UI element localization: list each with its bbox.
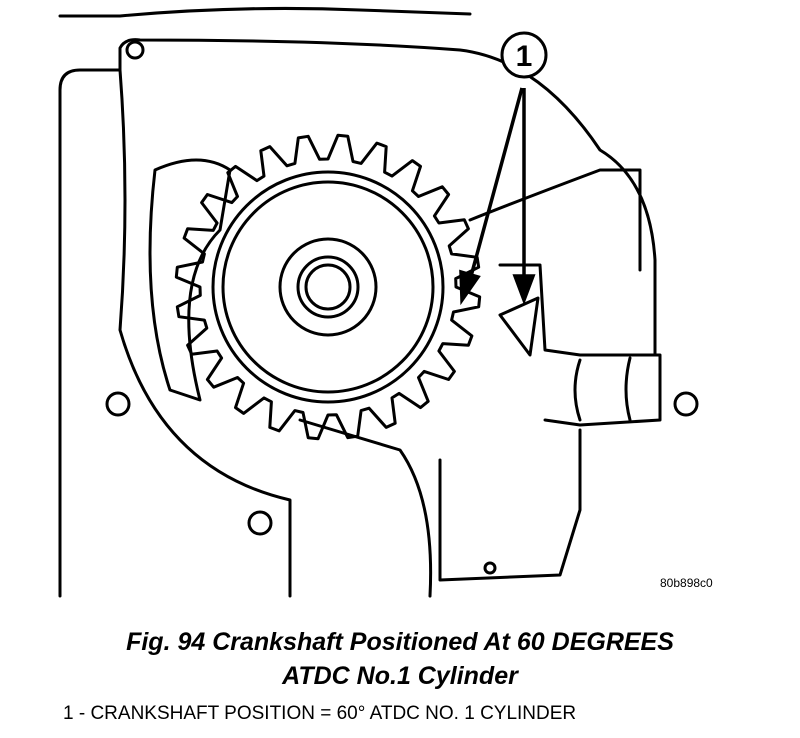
left-cavity [148, 158, 232, 402]
block-bolt-left [105, 391, 131, 417]
sensor-body [498, 263, 662, 427]
right-housing [438, 428, 582, 582]
callout-circle [500, 31, 548, 79]
lower-housing [298, 418, 433, 598]
upper-bracket [468, 168, 642, 272]
crankshaft-sprocket [174, 133, 482, 441]
top-flange [58, 6, 472, 18]
timing-pointer [498, 296, 540, 357]
callout-arrowhead-left [459, 269, 481, 306]
crankshaft-bore-outer [278, 237, 378, 337]
cover-outline [118, 68, 292, 598]
legend-item: 1 - CRANKSHAFT POSITION = 60° ATDC NO. 1… [63, 703, 577, 724]
sprocket-teeth [174, 133, 482, 441]
crankshaft-diagram: 1 [58, 6, 699, 598]
callout-arrowhead-right [512, 274, 536, 305]
callout-arrow-left [468, 87, 524, 281]
engine-block-outline [58, 38, 657, 598]
figure-caption-line2: ATDC No.1 Cylinder [282, 662, 518, 690]
sprocket-hub-outer [211, 170, 445, 404]
callout-number: 1 [516, 40, 533, 73]
block-bolt-right [673, 391, 699, 417]
sensor-end [573, 356, 632, 422]
figure-reference-code: 80b898c0 [660, 576, 713, 590]
block-bolt-bottom [247, 510, 273, 536]
crankshaft-bore-center [304, 263, 352, 311]
crankshaft-bore-inner [296, 255, 360, 319]
figure-caption-line1: Fig. 94 Crankshaft Positioned At 60 DEGR… [126, 628, 674, 656]
sprocket-hub-ring [221, 180, 435, 394]
flange-bolt [125, 40, 145, 60]
housing-bolt-small [483, 561, 497, 575]
